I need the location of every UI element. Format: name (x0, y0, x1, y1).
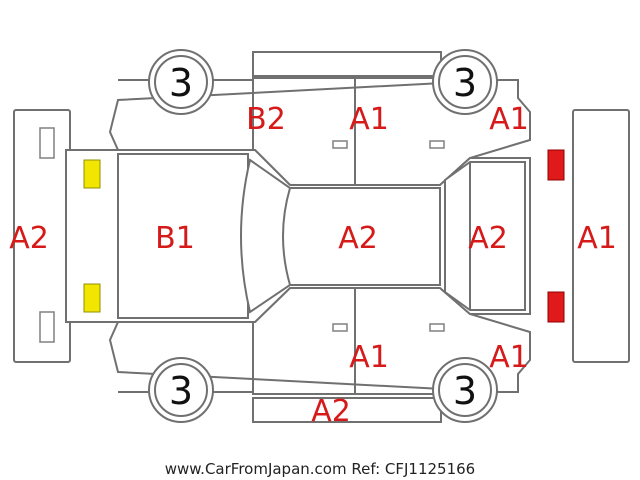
label-side-sill-bottom: A2 (311, 394, 351, 429)
label-roof: A2 (338, 221, 378, 256)
windshield (240, 158, 291, 314)
wheel-rear-left: 3 (432, 49, 498, 115)
roof-outline (282, 187, 441, 286)
wheel-front-left-count: 3 (169, 61, 193, 105)
label-rear-door-top: A1 (489, 102, 529, 137)
wheel-rear-left-count: 3 (453, 61, 477, 105)
label-rear-door-bottom: A1 (489, 340, 529, 375)
top-side-sill (252, 51, 442, 77)
top-front-door-handle (332, 140, 348, 149)
rear-light-top (547, 149, 565, 181)
label-front-door-bottom: A1 (349, 340, 389, 375)
label-hood: B1 (155, 221, 195, 256)
wheel-front-right-count: 3 (169, 369, 193, 413)
wheel-rear-right: 3 (432, 357, 498, 423)
label-rear-bumper: A1 (577, 221, 617, 256)
wheel-front-right: 3 (148, 357, 214, 423)
bottom-front-door-handle (332, 323, 348, 332)
label-front-bumper: A2 (9, 221, 49, 256)
rear-light-bottom (547, 291, 565, 323)
reference-caption: www.CarFromJapan.com Ref: CFJ1125166 (165, 460, 475, 478)
top-rear-door-handle (429, 140, 445, 149)
bottom-rear-door-handle (429, 323, 445, 332)
label-front-door-top: A1 (349, 102, 389, 137)
wheel-front-left: 3 (148, 49, 214, 115)
front-light-top (83, 159, 101, 189)
rear-bumper-panel (572, 109, 630, 363)
front-bumper-slot-top (39, 127, 55, 159)
label-front-fender-top: B2 (246, 102, 286, 137)
bottom-side-sill (252, 397, 442, 423)
front-bumper-slot-bottom (39, 311, 55, 343)
label-rear-window: A2 (468, 221, 508, 256)
front-light-bottom (83, 283, 101, 313)
wheel-rear-right-count: 3 (453, 369, 477, 413)
